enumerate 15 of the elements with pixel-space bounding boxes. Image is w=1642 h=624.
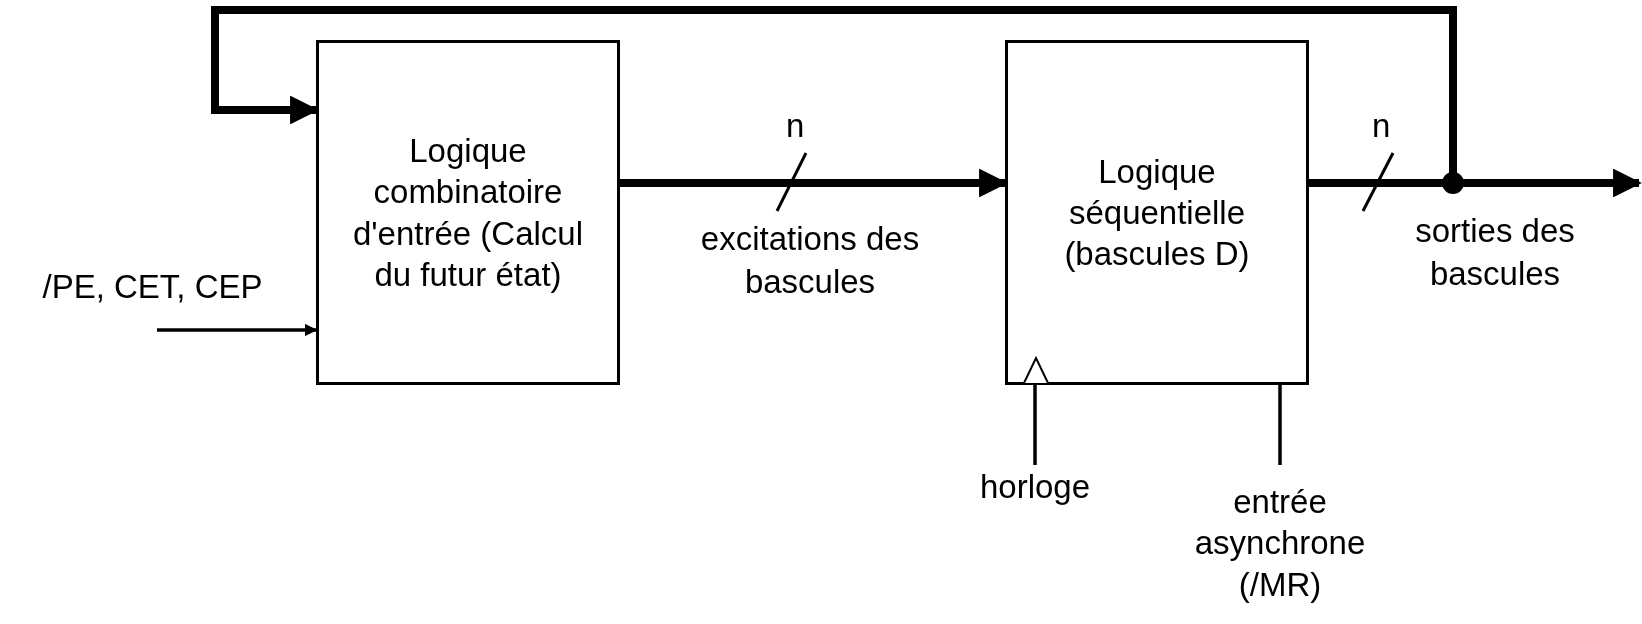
edge-label: excitations des bascules [699,219,921,302]
signal-line [1033,385,1037,465]
edge-label: sorties des bascules [1414,211,1576,294]
bus-width-label: n [1372,106,1391,146]
logic-block [316,40,620,385]
logic-block [1005,40,1309,385]
input-label: /PE, CET, CEP [42,267,263,308]
arrow [157,323,318,337]
signal-label: horloge [979,467,1091,508]
block-text: Logique combinatoire d'entrée (Calcul du futur état) [351,131,585,295]
arrow [211,6,1457,187]
signal-label: entrée asynchrone (/MR) [1193,482,1367,605]
block-text: Logique séquentielle (bascules D) [1063,151,1251,275]
signal-line [1278,385,1282,465]
bus-width-label: n [786,106,805,146]
